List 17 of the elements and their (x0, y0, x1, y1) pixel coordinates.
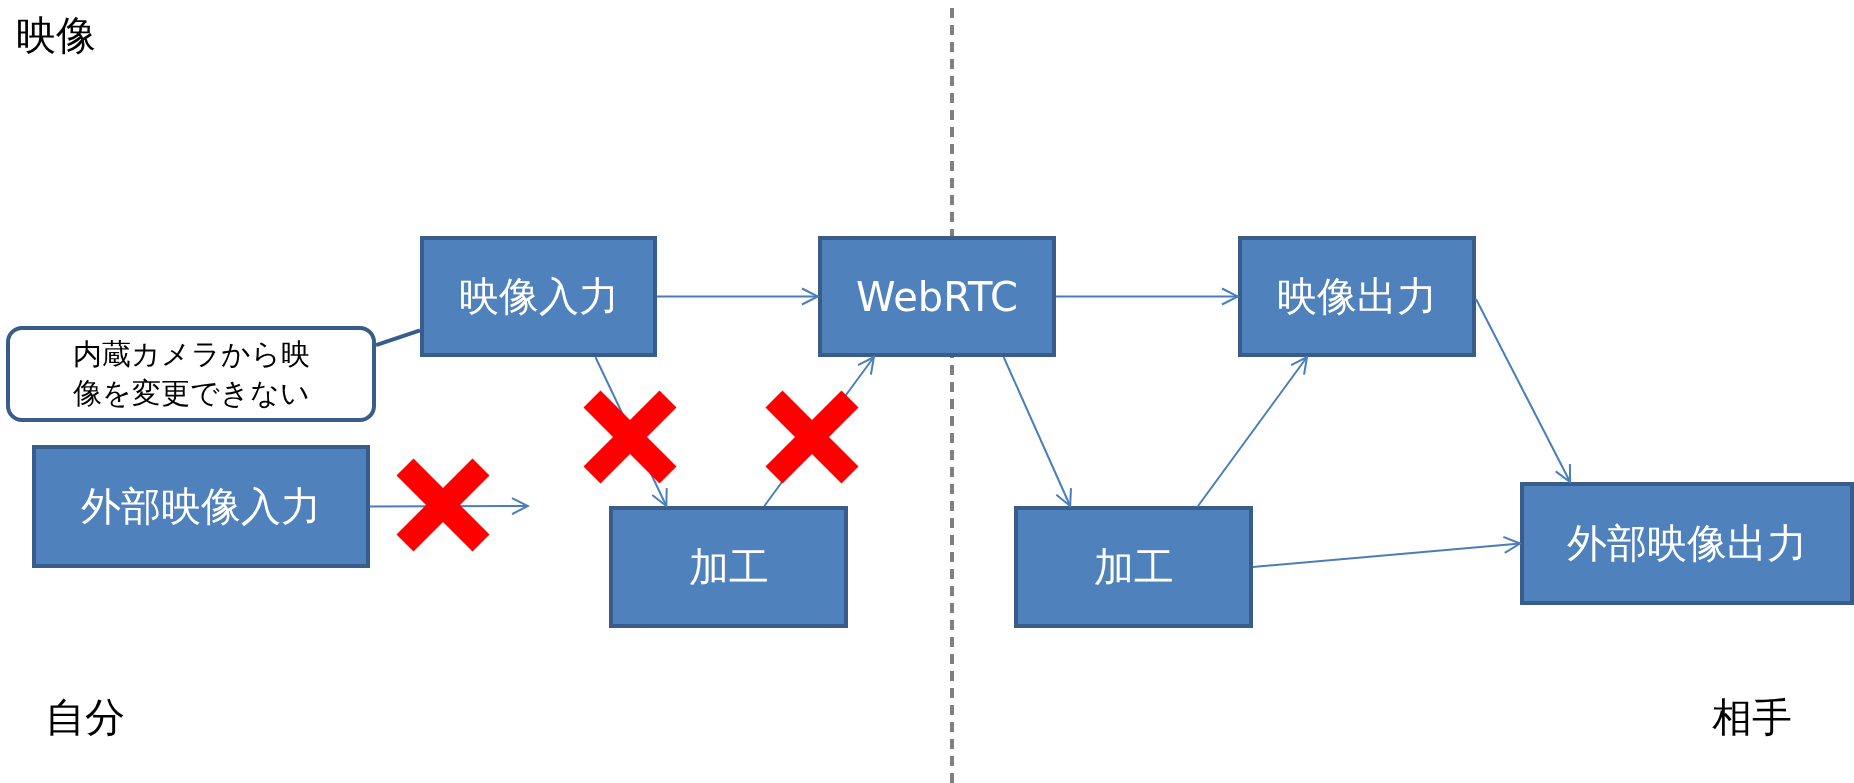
arrow (1002, 356, 1072, 507)
arrow (1055, 287, 1239, 306)
side-label: 相手 (1712, 693, 1792, 742)
process-box: WebRTC (818, 236, 1056, 357)
arrow (1252, 535, 1521, 568)
process-box: 映像出力 (1238, 236, 1476, 357)
speech-bubble: 内蔵カメラから映像を変更できない (6, 326, 376, 422)
process-box: 加工 (609, 506, 848, 628)
arrow (1475, 297, 1572, 483)
process-box: 映像入力 (420, 236, 657, 357)
process-box: 加工 (1014, 506, 1253, 628)
arrow (1197, 356, 1308, 507)
side-label: 自分 (45, 693, 125, 742)
process-box: 外部映像入力 (32, 445, 370, 568)
arrow (656, 287, 819, 306)
title: 映像 (16, 11, 96, 60)
process-box: 外部映像出力 (1520, 482, 1854, 605)
